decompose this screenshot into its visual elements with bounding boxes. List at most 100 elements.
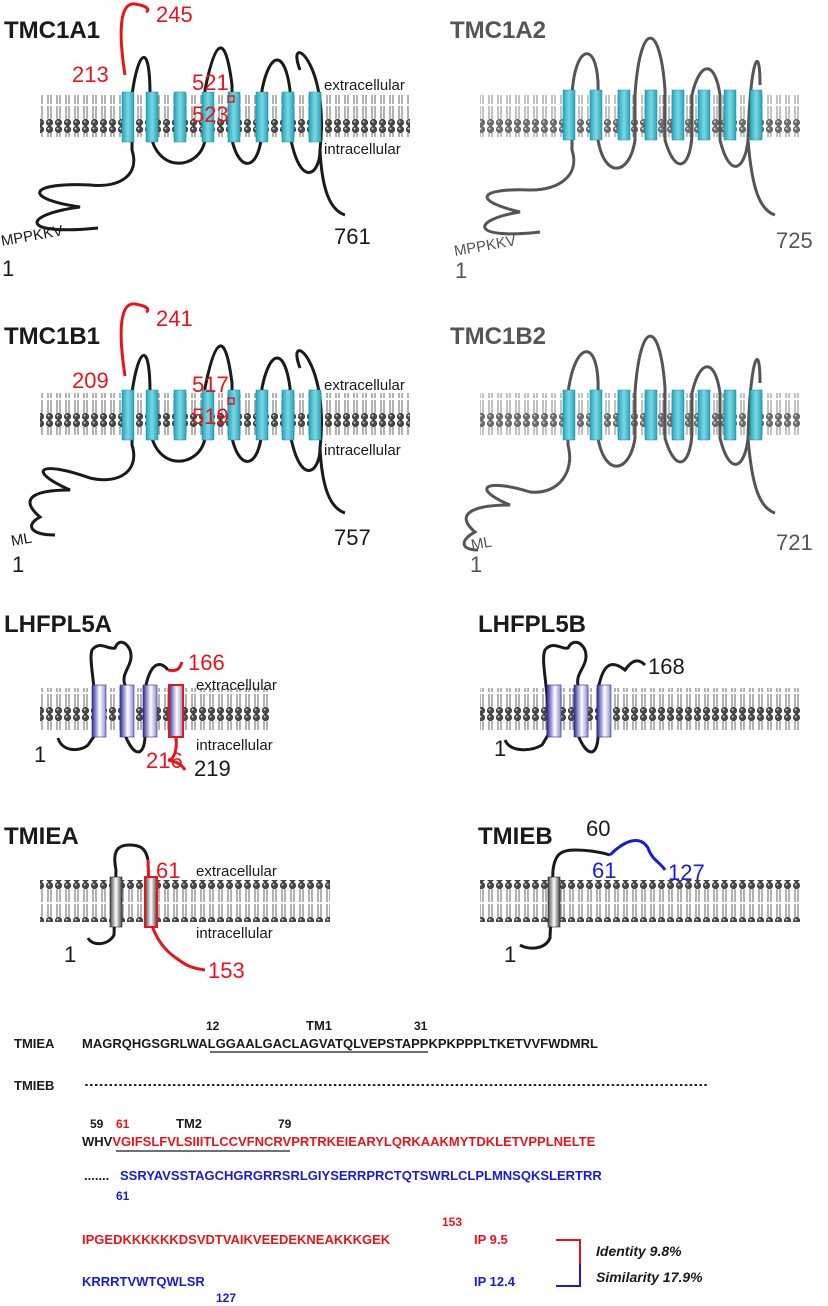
tm-helix <box>644 389 658 441</box>
n-terminus-sequence: ML <box>470 534 493 554</box>
tm-helix <box>589 89 603 141</box>
tm-helix <box>723 89 737 141</box>
tm-helix <box>227 91 241 143</box>
tm-helix <box>617 389 631 441</box>
tm-helix <box>255 389 269 441</box>
intracellular-label: intracellular <box>196 925 273 942</box>
tm-helix <box>749 389 763 441</box>
n-terminus-label: 1 <box>470 552 482 577</box>
tm-helix <box>201 389 215 441</box>
sequence-row-4: SSRYAVSSTAGCHGRGRRSRLGIYSERRPRCTQTSWRLCL… <box>120 1168 602 1183</box>
tm-helix <box>142 684 158 738</box>
sequence-row-5: IPGEDKKKKKKDSVDTVAIKVEEDEKNEAKKKGEK <box>82 1232 391 1247</box>
tm2-segment: VGIFSLFVLSIIITLCCVF <box>112 1134 254 1149</box>
position-31: 31 <box>414 1019 428 1033</box>
panel-tmieb: TMIEB 60 61 127 1 <box>478 816 800 967</box>
n-terminus-label: 1 <box>64 942 76 967</box>
position-61: 61 <box>116 1117 130 1131</box>
n-terminus-label: 1 <box>34 742 46 767</box>
membrane <box>480 95 800 137</box>
tm-helix <box>121 91 135 143</box>
tm-helix <box>121 389 135 441</box>
n-terminus-sequence: ML <box>10 530 33 550</box>
panel-title: TMC1A2 <box>450 17 546 44</box>
sequence-row-2-gaps: ........................................… <box>84 1074 708 1089</box>
loop-end-label: 241 <box>156 306 193 331</box>
tm1-label: TM1 <box>306 1018 332 1033</box>
extracellular-label: extracellular <box>196 677 277 694</box>
tm-helix-red <box>144 876 158 928</box>
tm-helices <box>121 91 322 143</box>
c-terminus-label: 757 <box>334 525 371 550</box>
tm-helix <box>697 89 711 141</box>
tm-helix <box>281 91 295 143</box>
red-top-label: 166 <box>188 650 225 675</box>
sequence-segment: WHV <box>82 1134 113 1149</box>
tm-helix <box>562 89 576 141</box>
tm-helix <box>671 89 685 141</box>
topology-line <box>483 36 776 236</box>
intracellular-label: intracellular <box>324 442 401 459</box>
sequence-row-3: WHVVGIFSLFVLSIIITLCCVFNCRVPRTRKEIEARYLQR… <box>82 1134 596 1149</box>
sequence-row-6: KRRRTVWTQWLSR <box>82 1274 205 1289</box>
membrane <box>480 880 800 922</box>
black-end-label: 60 <box>586 816 610 841</box>
n-terminus-label: 1 <box>455 258 467 283</box>
tm-helix <box>573 684 589 738</box>
n-terminus-label: 1 <box>12 552 24 577</box>
extracellular-label: extracellular <box>196 863 277 880</box>
topology-line <box>35 46 346 232</box>
position-59: 59 <box>90 1117 104 1131</box>
panel-tmc1a1: TMC1A1 213 245 521 523 extracellular int… <box>0 2 410 281</box>
extracellular-label: extracellular <box>324 377 405 394</box>
topology-line-red <box>167 661 187 771</box>
tm-helix <box>145 389 159 441</box>
panel-tmc1b2: TMC1B2 721 ML 1 <box>450 323 813 577</box>
c-terminus-label: 168 <box>648 654 685 679</box>
bracket-red <box>556 1239 581 1264</box>
membrane <box>40 95 410 137</box>
intracellular-label: intracellular <box>324 141 401 158</box>
tm-helix <box>671 389 685 441</box>
panel-title: TMIEB <box>478 823 553 850</box>
tm-helix <box>723 389 737 441</box>
membrane <box>40 880 330 922</box>
site-label-b: 523 <box>192 102 229 127</box>
panel-title: TMC1B2 <box>450 323 546 350</box>
tm-helix <box>644 89 658 141</box>
tm-helix <box>546 684 562 738</box>
topology-line <box>462 334 776 552</box>
sequence-segment: NCRVPRTRKEIEARYLQRKAAKMYTDKLETVPPLNELTE <box>255 1134 596 1149</box>
panel-title: TMIEA <box>4 823 79 850</box>
tm-helix-red <box>168 684 184 738</box>
tm-helix <box>255 91 269 143</box>
panel-lhfpl5b: LHFPL5B 168 1 <box>478 611 800 761</box>
tm-helix <box>145 91 159 143</box>
site-marker <box>227 397 235 405</box>
tm-helix <box>281 389 295 441</box>
tm-helix <box>227 389 241 441</box>
identity-label: Identity 9.8% <box>596 1243 682 1259</box>
position-61-blue: 61 <box>116 1189 130 1203</box>
tm-helices <box>562 89 763 141</box>
tm-helix <box>173 91 187 143</box>
n-terminus-label: 1 <box>2 256 14 281</box>
panel-tmc1a2: TMC1A2 725 MPPKKV 1 <box>450 17 813 283</box>
ip-value-a: IP 9.5 <box>474 1232 508 1247</box>
sequence-segment: EPSTAPPKPKPPPLTKETVVFWDMRL <box>369 1036 598 1051</box>
tm-helix <box>697 389 711 441</box>
topology-line-blue <box>608 839 667 871</box>
tm-helix <box>547 876 561 928</box>
membrane <box>480 393 800 435</box>
panel-tmiea: TMIEA 61 extracellular intracellular 153… <box>4 823 330 983</box>
loop-end-label: 245 <box>156 2 193 27</box>
c-terminus-label: 127 <box>668 860 705 885</box>
blue-start-label: 61 <box>592 858 616 883</box>
n-terminus-sequence: MPPKKV <box>453 232 518 260</box>
c-terminus-label: 725 <box>776 228 813 253</box>
n-terminus-label: 1 <box>494 736 506 761</box>
tm2-label: TM2 <box>176 1116 202 1131</box>
sequence-row-1: MAGRQHGSGRLWALGGAALGACLAGVATQLVEPSTAPPKP… <box>82 1036 598 1051</box>
loop-start-label: 209 <box>72 368 109 393</box>
